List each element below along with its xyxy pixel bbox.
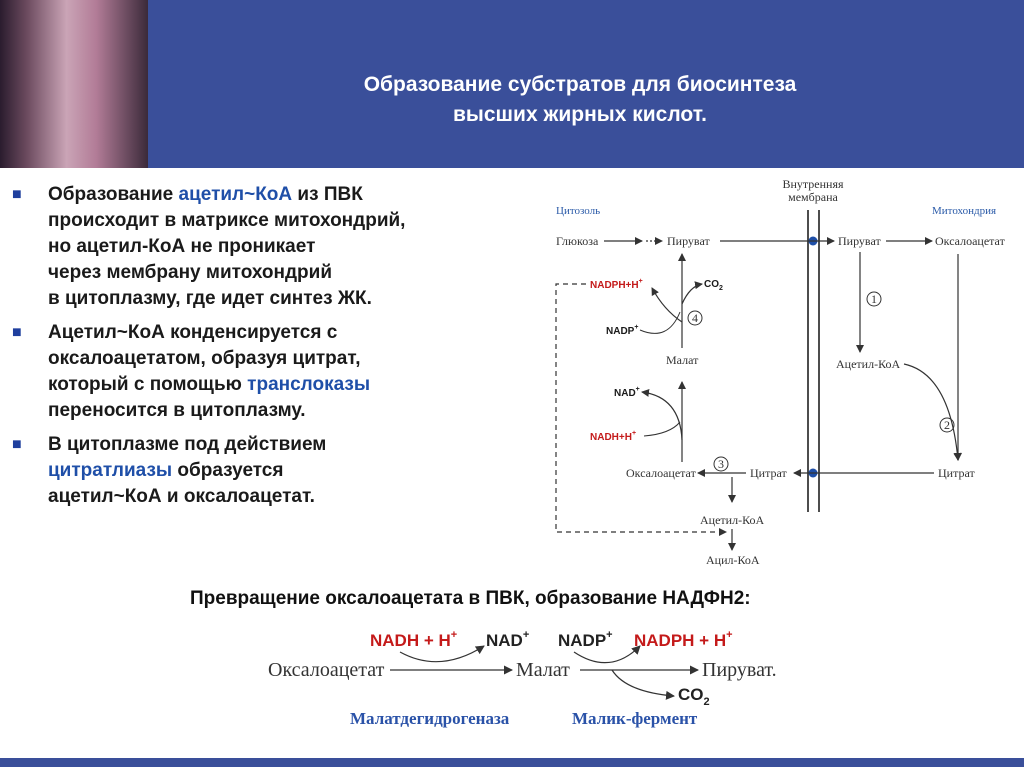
bullet-item-3: ■ В цитоплазме под действием цитратлиазы… — [10, 432, 520, 510]
slide-title: Образование субстратов для биосинтеза вы… — [200, 70, 960, 130]
bullet-text: Ацетил~КоА конденсируется с — [48, 322, 338, 343]
bullet-text: Образование — [48, 184, 179, 205]
title-line-1: Образование субстратов для биосинтеза — [363, 73, 797, 96]
bullet-square-icon: ■ — [12, 186, 22, 203]
bullet-text: ацетил~КоА и оксалоацетат. — [48, 486, 315, 507]
arrow-nadp-to-nadph — [573, 645, 641, 664]
cytosol-label: Цитозоль — [556, 205, 600, 217]
arrow-to-nad — [641, 388, 683, 441]
co2-label: CO2 — [678, 685, 710, 708]
nadp-reactant-label: NADP+ — [558, 629, 613, 650]
bullet-text: но ацетил-КоА не проникает — [48, 236, 316, 257]
highlight-term: цитратлиазы — [48, 460, 173, 481]
highlight-term: ацетил~КоА — [178, 184, 293, 205]
step-3-label: 3 — [718, 457, 724, 471]
citrate-mito-label: Цитрат — [938, 466, 975, 480]
oxaloacetate-label: Оксалоацетат — [268, 659, 385, 681]
bullet-text: переносится в цитоплазму. — [48, 400, 306, 421]
acetylcoa-cytosol-label: Ацетил-КоА — [700, 513, 764, 527]
arrow-to-nadph — [651, 287, 683, 323]
mitochondria-label: Митохондрия — [932, 205, 996, 217]
arrow-nadh-to-nad — [399, 645, 485, 663]
enzyme-malate-dehydrogenase: Малатдегидрогеназа — [350, 709, 510, 728]
glucose-label: Глюкоза — [556, 234, 599, 248]
arrow-from-nadp — [639, 311, 681, 334]
nad-product-label: NAD+ — [486, 629, 529, 650]
step-1-circle — [866, 291, 882, 307]
oxaloacetate-mito-label: Оксалоацетат — [935, 234, 1006, 248]
step-1-label: 1 — [871, 292, 877, 306]
co2-label: CO2 — [704, 279, 723, 292]
bullet-text: оксалоацетатом, образуя цитрат, — [48, 348, 361, 369]
acylcoa-label: Ацил-КоА — [706, 553, 760, 567]
bullet-text: происходит в матриксе митохондрий, — [48, 210, 406, 231]
bullet-item-2: ■ Ацетил~КоА конденсируется с оксалоацет… — [10, 320, 520, 424]
enzyme-malic: Малик-фермент — [572, 709, 698, 728]
bullet-text: В цитоплазме под действием — [48, 434, 327, 455]
step-4-label: 4 — [692, 311, 698, 325]
bullet-text: из ПВК — [292, 184, 363, 205]
nadph-label: NADPH+H+ — [590, 278, 643, 291]
reaction-subtitle: Превращение оксалоацетата в ПВК, образов… — [190, 588, 751, 609]
pyruvate-label: Пируват. — [702, 659, 777, 681]
highlight-term: транслоказы — [247, 374, 371, 395]
bullet-square-icon: ■ — [12, 436, 22, 453]
nadh-label: NADH+H+ — [590, 430, 636, 443]
flask-photo — [0, 0, 148, 168]
pyruvate-cytosol-label: Пируват — [667, 234, 710, 248]
bullet-text: образуется — [172, 460, 284, 481]
nad-label: NAD+ — [614, 386, 640, 399]
nadh-reactant-label: NADH + H+ — [370, 629, 457, 650]
bullet-text: в цитоплазму, где идет синтез ЖК. — [48, 288, 372, 309]
title-line-2: высших жирных кислот. — [453, 103, 707, 126]
header-bar: Образование субстратов для биосинтеза вы… — [0, 0, 1024, 168]
arrow-to-co2 — [681, 281, 703, 305]
arrow-from-nadh — [643, 421, 681, 437]
step-4-circle — [687, 310, 703, 326]
dashed-nadph-path — [555, 283, 727, 536]
step-3-circle — [713, 456, 729, 472]
membrane-label: Внутренняя — [782, 177, 844, 191]
bullet-text: через мембрану митохондрий — [48, 262, 333, 283]
footer-bar — [0, 758, 1024, 767]
bullet-item-1: ■ Образование ацетил~КоА из ПВК происход… — [10, 182, 520, 312]
pyruvate-mito-label: Пируват — [838, 234, 881, 248]
citrate-cytosol-label: Цитрат — [750, 466, 787, 480]
bullet-text: который с помощью — [48, 374, 248, 395]
arrow-acetylcoa-to-citrate — [903, 363, 962, 461]
step-2-label: 2 — [944, 418, 950, 432]
acetylcoa-mito-label: Ацетил-КоА — [836, 357, 900, 371]
bullet-square-icon: ■ — [12, 324, 22, 341]
oxaloacetate-pyruvate-reaction: NADH + H+ NAD+ NADP+ NADPH + H+ Оксалоац… — [268, 629, 777, 728]
malate-label: Малат — [516, 659, 570, 681]
oxaloacetate-cytosol-label: Оксалоацетат — [626, 466, 697, 480]
malate-label: Малат — [666, 353, 699, 367]
bullet-list: ■ Образование ацетил~КоА из ПВК происход… — [10, 182, 520, 518]
arrow-to-co2 — [611, 669, 675, 700]
membrane-label: мембрана — [788, 190, 838, 204]
nadp-label: NADP+ — [606, 324, 638, 337]
step-2-circle — [939, 417, 955, 433]
citrate-shuttle-diagram: Внутренняя мембрана Цитозоль Митохондрия… — [555, 177, 1006, 567]
nadph-product-label: NADPH + H+ — [634, 629, 733, 650]
